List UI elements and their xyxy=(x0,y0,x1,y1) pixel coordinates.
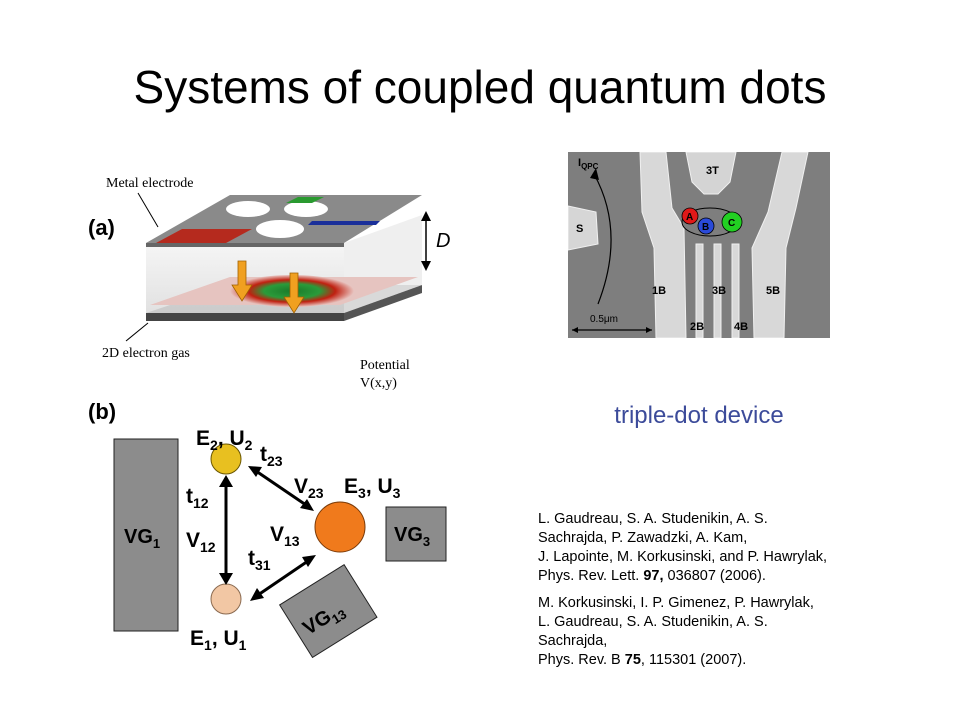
label-3t: 3T xyxy=(706,165,719,177)
svg-text:t31: t31 xyxy=(248,547,271,573)
svg-text:VG1: VG1 xyxy=(124,526,160,551)
arrow-down-2 xyxy=(283,272,305,314)
svg-text:V23: V23 xyxy=(294,475,324,501)
svg-text:E1, U1: E1, U1 xyxy=(190,627,247,653)
dot-a xyxy=(681,207,699,225)
gas-pointer xyxy=(125,322,149,342)
potential-label: Potential xyxy=(360,358,410,373)
label-3b: 3B xyxy=(712,285,726,297)
electrode-pointer xyxy=(137,192,159,228)
dot-2 xyxy=(210,443,242,475)
svg-text:E2, U2: E2, U2 xyxy=(196,427,253,453)
arrow-v23 xyxy=(255,469,307,507)
iqpc-label: I xyxy=(578,157,581,169)
e1-label: E xyxy=(190,627,204,650)
green-gate xyxy=(286,197,324,203)
gate-3t xyxy=(685,152,737,195)
gate-2b xyxy=(695,243,704,338)
svg-text:VG3: VG3 xyxy=(394,524,430,549)
gate-s xyxy=(568,205,599,251)
label-2b: 2B xyxy=(690,321,704,333)
slide-title: Systems of coupled quantum dots xyxy=(133,61,827,113)
e3-label: E xyxy=(344,475,358,498)
panel-label-a: (a) xyxy=(88,215,115,240)
dot-3 xyxy=(314,501,366,553)
svg-text:A: A xyxy=(686,212,693,223)
t12-label: t xyxy=(186,485,193,508)
svg-text:V13: V13 xyxy=(270,523,300,549)
scale-label: 0.5μm xyxy=(590,314,618,325)
device-caption: triple-dot device xyxy=(614,402,784,429)
v12-label: V xyxy=(186,529,200,552)
blue-gate xyxy=(308,221,380,225)
gate-1b xyxy=(639,152,687,338)
electron-gas-label: 2D electron gas xyxy=(102,346,190,361)
label-5b: 5B xyxy=(766,285,780,297)
d-label: D xyxy=(436,230,450,252)
svg-text:IQPC: IQPC xyxy=(578,157,599,171)
panel-label-b: (b) xyxy=(88,399,116,424)
gate-vg3 xyxy=(385,506,447,562)
gate-4b xyxy=(731,243,740,338)
v23-label: V xyxy=(294,475,308,498)
metal-electrode-label: Metal electrode xyxy=(106,176,193,191)
arrow-v13 xyxy=(257,559,309,597)
svg-text:C: C xyxy=(728,218,735,229)
svg-text:t23: t23 xyxy=(260,443,283,469)
svg-text:V12: V12 xyxy=(186,529,216,555)
svg-text:B: B xyxy=(702,222,709,233)
t31-label: t xyxy=(248,547,255,570)
v13-label: V xyxy=(270,523,284,546)
reference-2: M. Korkusinski, I. P. Gimenez, P. Hawryl… xyxy=(538,595,814,668)
figure-b: (b) VG1 VG3 VG13 E2, U2 E3, U3 E1, U1 t1… xyxy=(88,399,447,659)
sem-image: A B C IQPC S 3T 1B 3B 5B 2B 4B 0.5μm xyxy=(568,152,830,338)
gate-3b xyxy=(713,243,722,338)
arrow-down-1 xyxy=(231,260,253,302)
svg-text:t12: t12 xyxy=(186,485,209,511)
qpc-current-arc xyxy=(593,173,612,305)
vg3-label: VG xyxy=(394,524,423,546)
gate-vg1 xyxy=(113,438,179,632)
potential-vxy-label: V(x,y) xyxy=(360,376,397,391)
vg1-label: VG xyxy=(124,526,153,548)
red-gate xyxy=(156,229,252,243)
gate-5b xyxy=(751,152,809,338)
references: L. Gaudreau, S. A. Studenikin, A. S. Sac… xyxy=(538,510,938,678)
t23-label: t xyxy=(260,443,267,466)
dot-b xyxy=(697,217,715,235)
dot-c xyxy=(721,211,743,233)
gate-vg13 xyxy=(278,563,378,659)
e2-label: E xyxy=(196,427,210,450)
label-1b: 1B xyxy=(652,285,666,297)
dot-1 xyxy=(210,583,242,615)
reference-1: L. Gaudreau, S. A. Studenikin, A. S. Sac… xyxy=(538,511,828,584)
label-4b: 4B xyxy=(734,321,748,333)
svg-text:E3, U3: E3, U3 xyxy=(344,475,401,501)
figure-a: (a) Metal electrode D 2D electron gas Po… xyxy=(88,176,450,391)
label-s: S xyxy=(576,223,583,235)
